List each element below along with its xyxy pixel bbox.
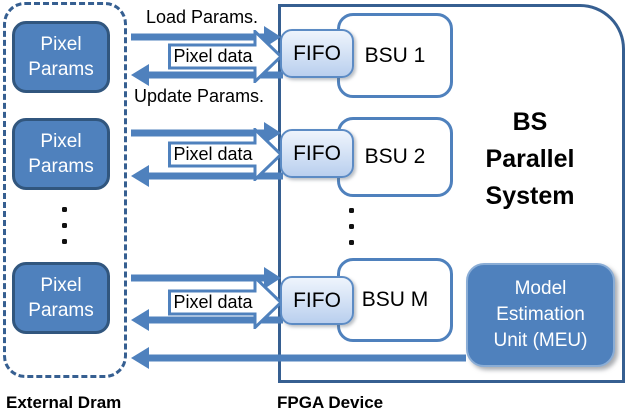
bsu-2-box: BSU 2 bbox=[337, 117, 453, 197]
load-params-label: Load Params. bbox=[146, 7, 259, 27]
pixel-data-block-arrow-1: Pixel data bbox=[168, 30, 283, 83]
block-arrow-shape-1 bbox=[168, 30, 283, 83]
pixel-data-label-3: Pixel data bbox=[173, 292, 253, 312]
pixel-params-label-2: Pixel Params bbox=[28, 131, 94, 177]
pixel-data-block-arrow-3: Pixel data bbox=[168, 276, 283, 329]
fifo-2-box: FIFO bbox=[280, 129, 354, 178]
pixel-data-label-2: Pixel data bbox=[173, 144, 253, 164]
bsu-2-label: BSU 2 bbox=[364, 145, 426, 168]
update-params-arrow-left-1 bbox=[131, 64, 283, 86]
pixel-params-label-1: Pixel Params bbox=[28, 34, 94, 80]
vertical-ellipsis-icon-bsu bbox=[349, 208, 354, 245]
load-params-arrow-right-2 bbox=[131, 122, 281, 144]
bsu-1-label: BSU 1 bbox=[364, 43, 426, 67]
pixel-params-label-3: Pixel Params bbox=[28, 275, 94, 321]
external-dram-container bbox=[3, 2, 127, 378]
fifo-2-label: FIFO bbox=[293, 141, 341, 165]
pixel-data-block-arrow-2: Pixel data bbox=[168, 128, 283, 181]
fifo-m-label: FIFO bbox=[293, 288, 341, 312]
fifo-1-label: FIFO bbox=[293, 41, 341, 65]
pixel-params-box-2: Pixel Params bbox=[12, 118, 110, 190]
update-params-label: Update Params. bbox=[134, 86, 265, 106]
external-dram-label: External Dram bbox=[6, 393, 122, 412]
vertical-ellipsis-icon-dram bbox=[62, 207, 67, 244]
bsu-1-box: BSU 1 bbox=[337, 13, 453, 98]
fifo-1-box: FIFO bbox=[280, 29, 354, 78]
bsu-m-label: BSU M bbox=[361, 288, 429, 311]
pixel-params-box-1: Pixel Params bbox=[12, 21, 110, 93]
update-params-arrow-left-2 bbox=[131, 165, 283, 187]
block-arrow-shape-2 bbox=[168, 128, 283, 181]
block-arrow-shape-3 bbox=[168, 276, 283, 329]
pixel-params-box-3: Pixel Params bbox=[12, 262, 110, 334]
fpga-device-label: FPGA Device bbox=[277, 393, 384, 412]
bs-parallel-system-title: BS Parallel System bbox=[485, 108, 575, 210]
meu-feedback-arrow-left bbox=[131, 347, 466, 369]
pixel-data-label-1: Pixel data bbox=[173, 46, 253, 66]
bsu-m-box: BSU M bbox=[337, 258, 453, 342]
fifo-m-box: FIFO bbox=[280, 276, 354, 325]
update-params-arrow-left-3 bbox=[131, 309, 283, 331]
model-estimation-unit-box: Model Estimation Unit (MEU) bbox=[466, 263, 615, 367]
load-params-arrow-right-3 bbox=[131, 267, 281, 289]
